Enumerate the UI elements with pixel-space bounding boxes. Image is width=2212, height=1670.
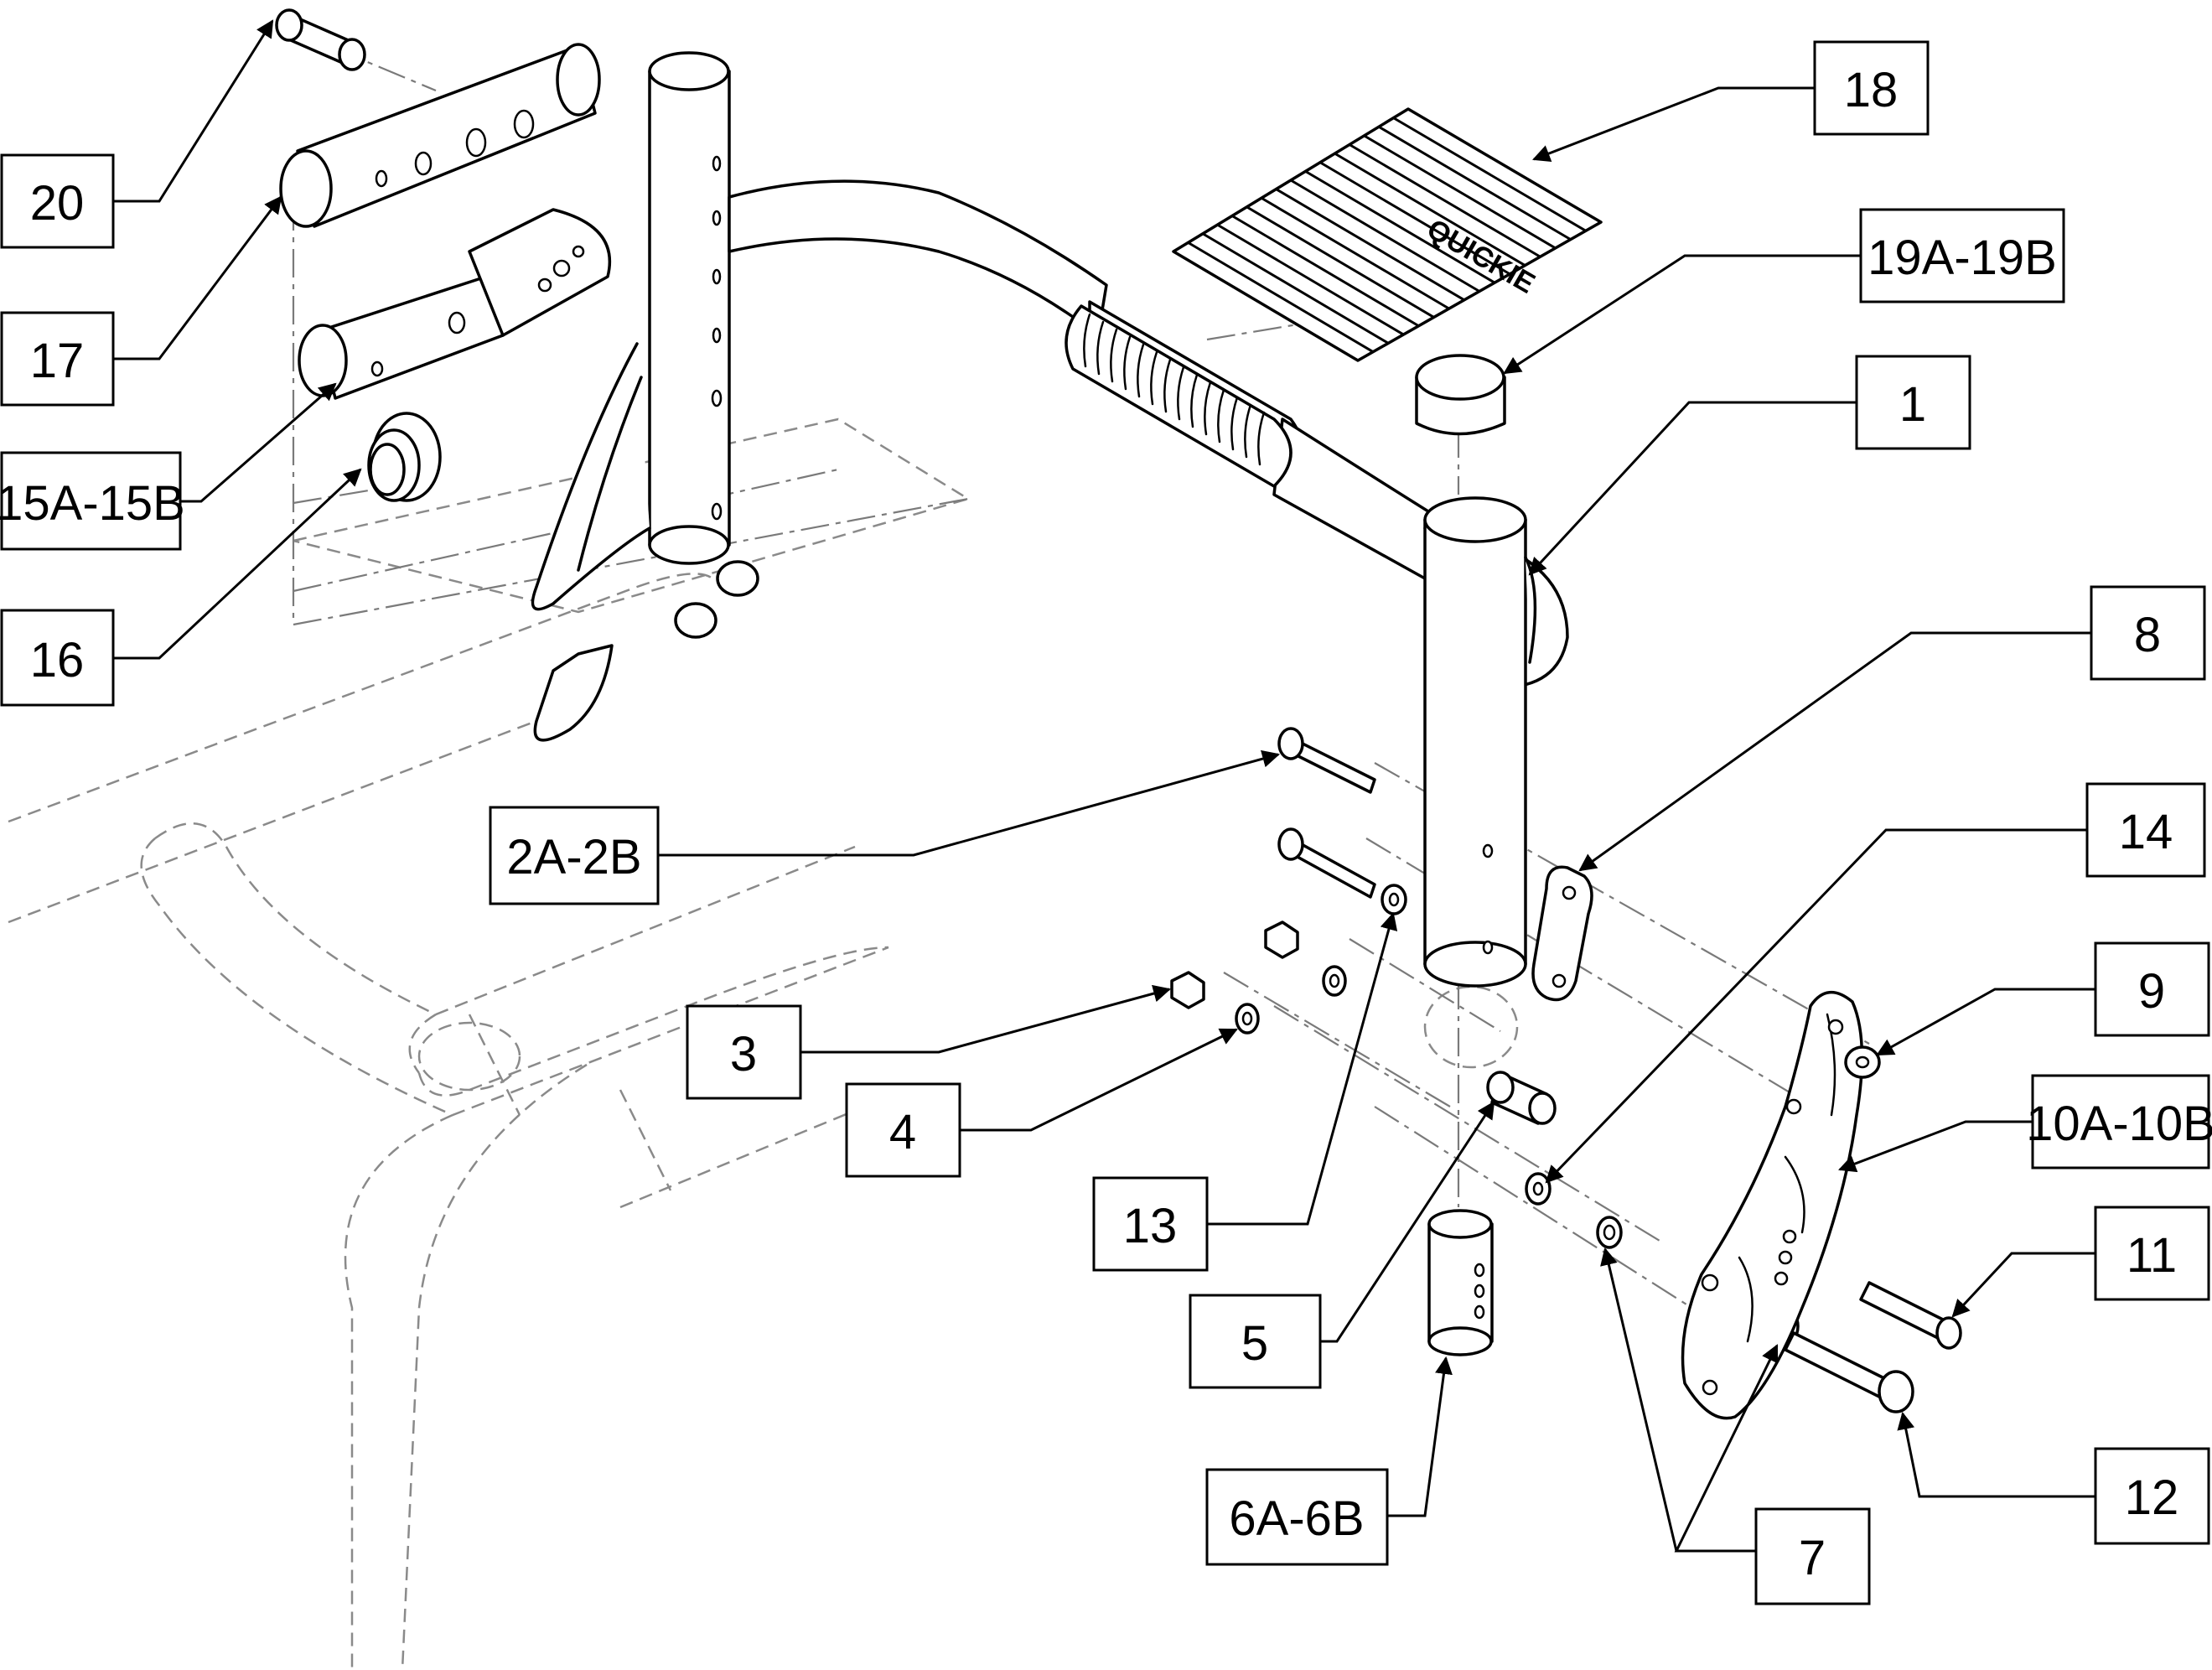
- grip-rib: [1217, 388, 1225, 443]
- callout-2a-2b: 2A-2B: [489, 806, 660, 905]
- callout-19a-19b: 19A-19B: [1859, 208, 2065, 303]
- part-3-nuts: [1170, 921, 1299, 1009]
- svg-text:1: 1: [1899, 377, 1926, 432]
- svg-text:19A-19B: 19A-19B: [1868, 231, 2057, 285]
- callout-5: 5: [1189, 1294, 1322, 1389]
- svg-text:10A-10B: 10A-10B: [2026, 1097, 2212, 1151]
- svg-text:6A-6B: 6A-6B: [1229, 1491, 1364, 1546]
- grip-rib: [1244, 403, 1252, 459]
- callout-7: 7: [1754, 1507, 1871, 1605]
- part-1-main-tube: [1423, 496, 1537, 988]
- callout-12: 12: [2094, 1447, 2210, 1545]
- svg-text:7: 7: [1799, 1531, 1826, 1585]
- svg-text:11: 11: [2127, 1228, 2177, 1283]
- grip-rib: [1257, 411, 1266, 466]
- calf-pad: [1065, 304, 1292, 488]
- svg-text:16: 16: [30, 633, 85, 687]
- callout-13: 13: [1092, 1176, 1209, 1272]
- part-13-washer: [1381, 884, 1407, 915]
- grip-rib: [1230, 396, 1239, 451]
- mat-rib: [1261, 196, 1450, 310]
- part-6-insert: [1427, 1209, 1494, 1356]
- mat-rib: [1334, 152, 1526, 267]
- grip-rib: [1163, 358, 1172, 413]
- mat-rib: [1349, 143, 1541, 258]
- callout-boxes: 20 17 15A-15B 16 18 19A-19B 1 8: [0, 40, 2212, 1605]
- part-19-cap: [1415, 354, 1506, 436]
- part-11-bolt: [1859, 1281, 1962, 1350]
- part-18-footplate: QUICKIE: [1172, 107, 1603, 362]
- ghost-frame: [8, 418, 1519, 1670]
- callout-16: 16: [0, 609, 115, 707]
- svg-text:18: 18: [1844, 63, 1899, 117]
- callout-8: 8: [2090, 585, 2206, 681]
- part-2-bolts: [1277, 727, 1376, 899]
- grip-rib: [1123, 335, 1132, 391]
- callout-17: 17: [0, 311, 115, 407]
- svg-text:2A-2B: 2A-2B: [506, 830, 641, 884]
- grip-rib: [1177, 366, 1185, 421]
- part-8-link-plate: [1531, 865, 1593, 1002]
- mat-rib: [1216, 223, 1405, 336]
- part-16-bushing: [367, 412, 442, 502]
- grip-rib: [1137, 343, 1145, 398]
- mat-rib: [1363, 134, 1557, 250]
- callout-10a-10b: 10A-10B: [2026, 1074, 2212, 1170]
- mat-rib: [1187, 241, 1374, 353]
- part-12-bolt: [1784, 1331, 1914, 1413]
- callout-3: 3: [686, 1004, 802, 1100]
- callout-15a-15b: 15A-15B: [0, 451, 185, 551]
- callout-11: 11: [2094, 1206, 2210, 1301]
- part-20-cap: [275, 8, 366, 71]
- part-5-spacer: [1486, 1071, 1557, 1125]
- svg-text:17: 17: [30, 334, 85, 388]
- mat-rib: [1231, 215, 1420, 328]
- part-14-washer: [1525, 1172, 1552, 1206]
- mat-rib: [1392, 117, 1587, 232]
- svg-text:4: 4: [889, 1105, 916, 1159]
- svg-text:8: 8: [2134, 608, 2161, 662]
- grip-rib: [1150, 350, 1158, 406]
- mat-rib: [1290, 179, 1480, 293]
- left-upright-tube: [531, 51, 759, 742]
- mat-rib: [1378, 125, 1572, 241]
- part-4-washers: [1235, 965, 1347, 1035]
- part-15-clamp-tube: [298, 208, 612, 400]
- svg-text:15A-15B: 15A-15B: [0, 476, 185, 531]
- grip-rib: [1110, 328, 1118, 383]
- svg-text:20: 20: [30, 176, 85, 231]
- callout-14: 14: [2085, 782, 2206, 878]
- svg-text:9: 9: [2138, 964, 2165, 1019]
- grip-rib: [1096, 320, 1105, 376]
- part-17-extension-tube: [279, 43, 601, 228]
- callout-18: 18: [1813, 40, 1930, 136]
- svg-text:3: 3: [730, 1027, 757, 1081]
- callout-1: 1: [1855, 355, 1971, 450]
- mat-rib: [1304, 170, 1495, 284]
- mat-rib: [1202, 232, 1390, 345]
- grip-rib: [1190, 373, 1199, 428]
- grip-rib: [1204, 381, 1212, 436]
- mat-rib: [1246, 205, 1435, 319]
- callout-6a-6b: 6A-6B: [1205, 1468, 1389, 1566]
- svg-text:14: 14: [2119, 805, 2173, 859]
- mat-rib: [1275, 188, 1465, 302]
- callout-20: 20: [0, 153, 115, 249]
- callout-9: 9: [2094, 941, 2210, 1037]
- svg-text:12: 12: [2125, 1470, 2179, 1525]
- mat-rib: [1319, 161, 1511, 276]
- svg-text:13: 13: [1123, 1199, 1178, 1253]
- grip-rib: [1083, 313, 1091, 368]
- callout-4: 4: [845, 1082, 961, 1178]
- leader-lines: [113, 19, 2095, 1553]
- part-9-nut: [1844, 1045, 1881, 1079]
- svg-text:5: 5: [1241, 1316, 1268, 1371]
